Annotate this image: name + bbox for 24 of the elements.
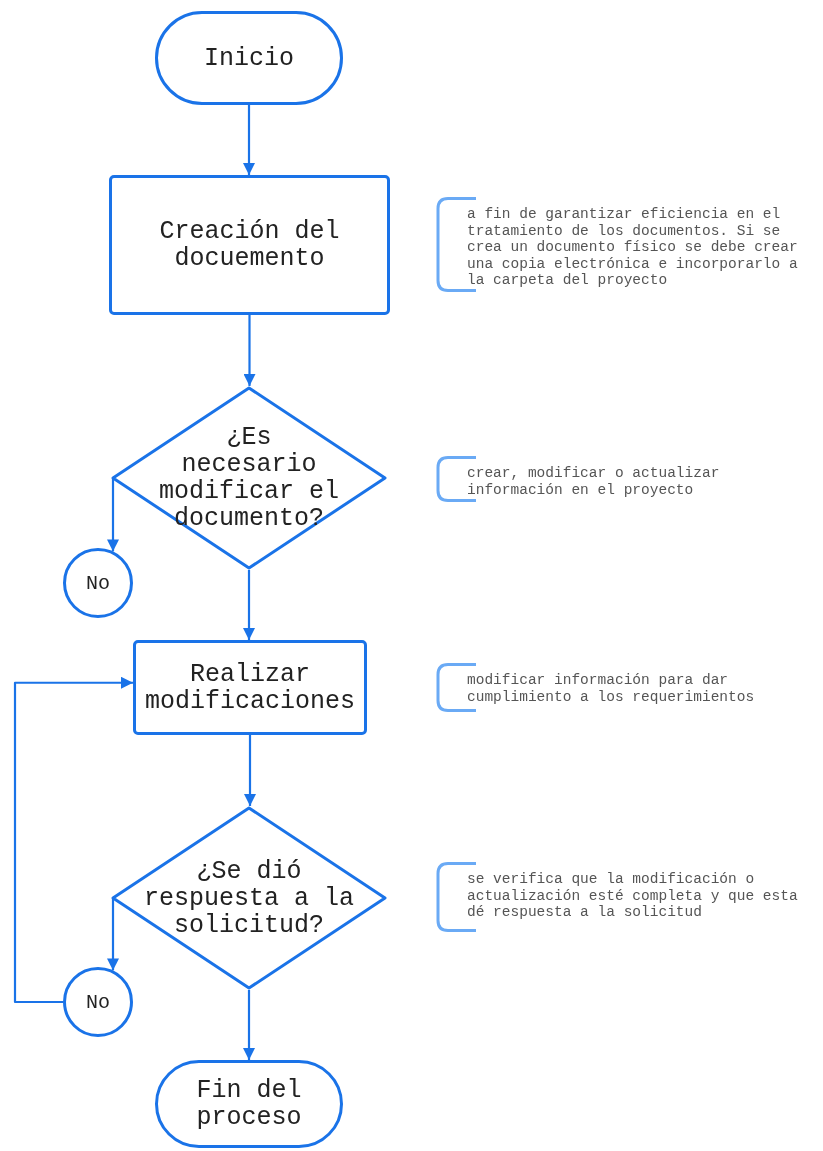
arrow <box>13 676 133 1004</box>
node-label: No <box>86 570 110 597</box>
node-label: Realizar modificaciones <box>143 660 356 715</box>
process-box <box>109 175 390 315</box>
annotation-text: crear, modificar o actualizar información en el proyecto <box>467 465 721 498</box>
annotation-text: se verifica que la modificación o actualización esté completa y que esta dé respuesta a la solicitud <box>467 871 799 921</box>
arrow <box>107 478 119 552</box>
node-label: ¿Es necesario modificar el documento? <box>158 424 340 532</box>
annotation-text: modificar información para dar cumplimiento a los requerimientos <box>467 672 756 705</box>
arrow <box>243 105 255 175</box>
arrow <box>107 898 119 971</box>
node-label: No <box>86 989 110 1016</box>
node-label: ¿Se dió respuesta a la solicitud? <box>142 857 355 939</box>
node-label: Fin del proceso <box>195 1077 303 1131</box>
annotation-text: a fin de garantizar eficiencia en el tratamiento de los documentos. Si se crea un documento físico se debe crear una copia electrónica e incorporarlo a la carpeta del proyecto <box>467 206 799 289</box>
decision-diamond <box>111 806 387 990</box>
arrow <box>244 735 256 806</box>
node-label: Inicio <box>204 44 294 72</box>
decision-diamond <box>111 386 387 570</box>
node-label: Creación del docuemento <box>158 218 341 272</box>
arrow <box>243 570 255 640</box>
arrow <box>243 990 255 1060</box>
arrow <box>243 315 256 386</box>
process-box <box>133 640 367 735</box>
